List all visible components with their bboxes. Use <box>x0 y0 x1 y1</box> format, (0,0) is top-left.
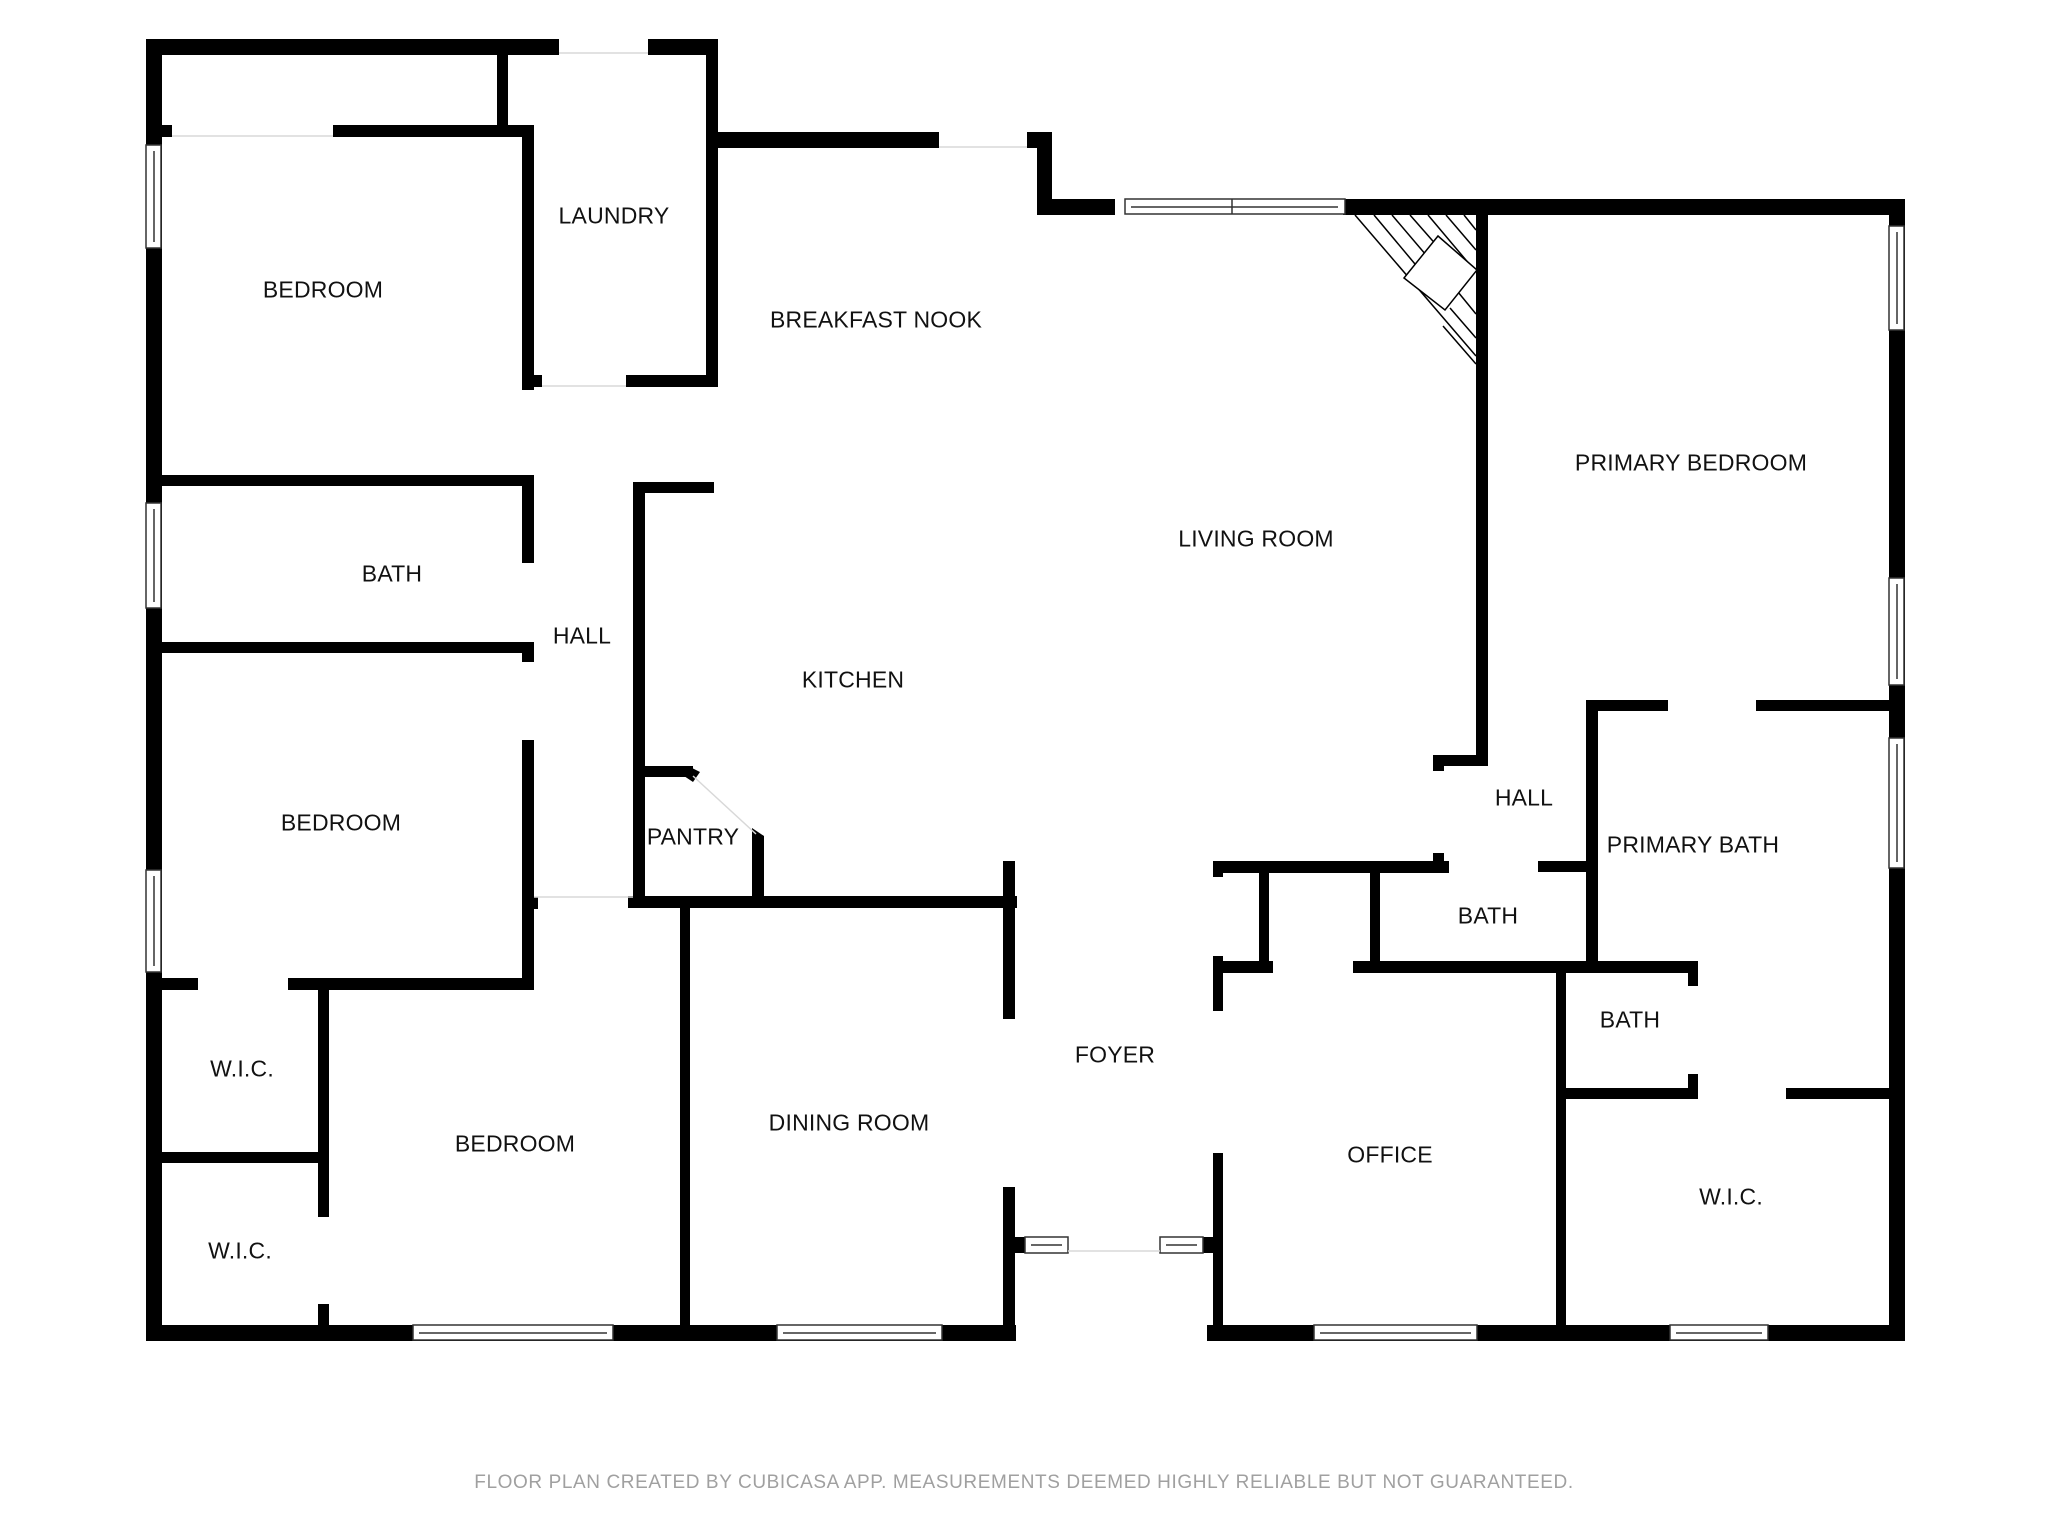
walls <box>146 39 1905 1341</box>
room-label-dining-room: DINING ROOM <box>768 1109 930 1136</box>
room-label-primary-bedroom: PRIMARY BEDROOM <box>1574 449 1808 476</box>
room-label-wic-1: W.I.C. <box>210 1055 274 1082</box>
room-label-laundry: LAUNDRY <box>558 202 670 229</box>
fireplace-icon <box>1354 214 1479 365</box>
disclaimer-footer: FLOOR PLAN CREATED BY CUBICASA APP. MEAS… <box>474 1472 1574 1493</box>
room-label-kitchen: KITCHEN <box>801 666 905 693</box>
room-label-bedroom-3: BEDROOM <box>454 1130 576 1157</box>
room-label-pantry: PANTRY <box>646 823 740 850</box>
room-label-wic-2: W.I.C. <box>208 1237 272 1264</box>
room-label-office: OFFICE <box>1347 1141 1433 1168</box>
room-label-hall-1: HALL <box>552 622 612 649</box>
room-label-breakfast-nook: BREAKFAST NOOK <box>770 306 982 333</box>
room-label-hall-2: HALL <box>1494 784 1554 811</box>
room-label-bath-3: BATH <box>1599 1006 1661 1033</box>
door-openings <box>172 52 1160 1252</box>
windows <box>145 144 1905 1341</box>
room-label-primary-bath: PRIMARY BATH <box>1606 831 1780 858</box>
room-label-bath-1: BATH <box>361 560 423 587</box>
room-label-living-room: LIVING ROOM <box>1178 525 1334 552</box>
room-label-bath-2: BATH <box>1457 902 1519 929</box>
room-label-foyer: FOYER <box>1074 1041 1156 1068</box>
room-label-wic-3: W.I.C. <box>1699 1183 1763 1210</box>
room-label-bedroom-1: BEDROOM <box>262 276 384 303</box>
room-label-bedroom-2: BEDROOM <box>280 809 402 836</box>
